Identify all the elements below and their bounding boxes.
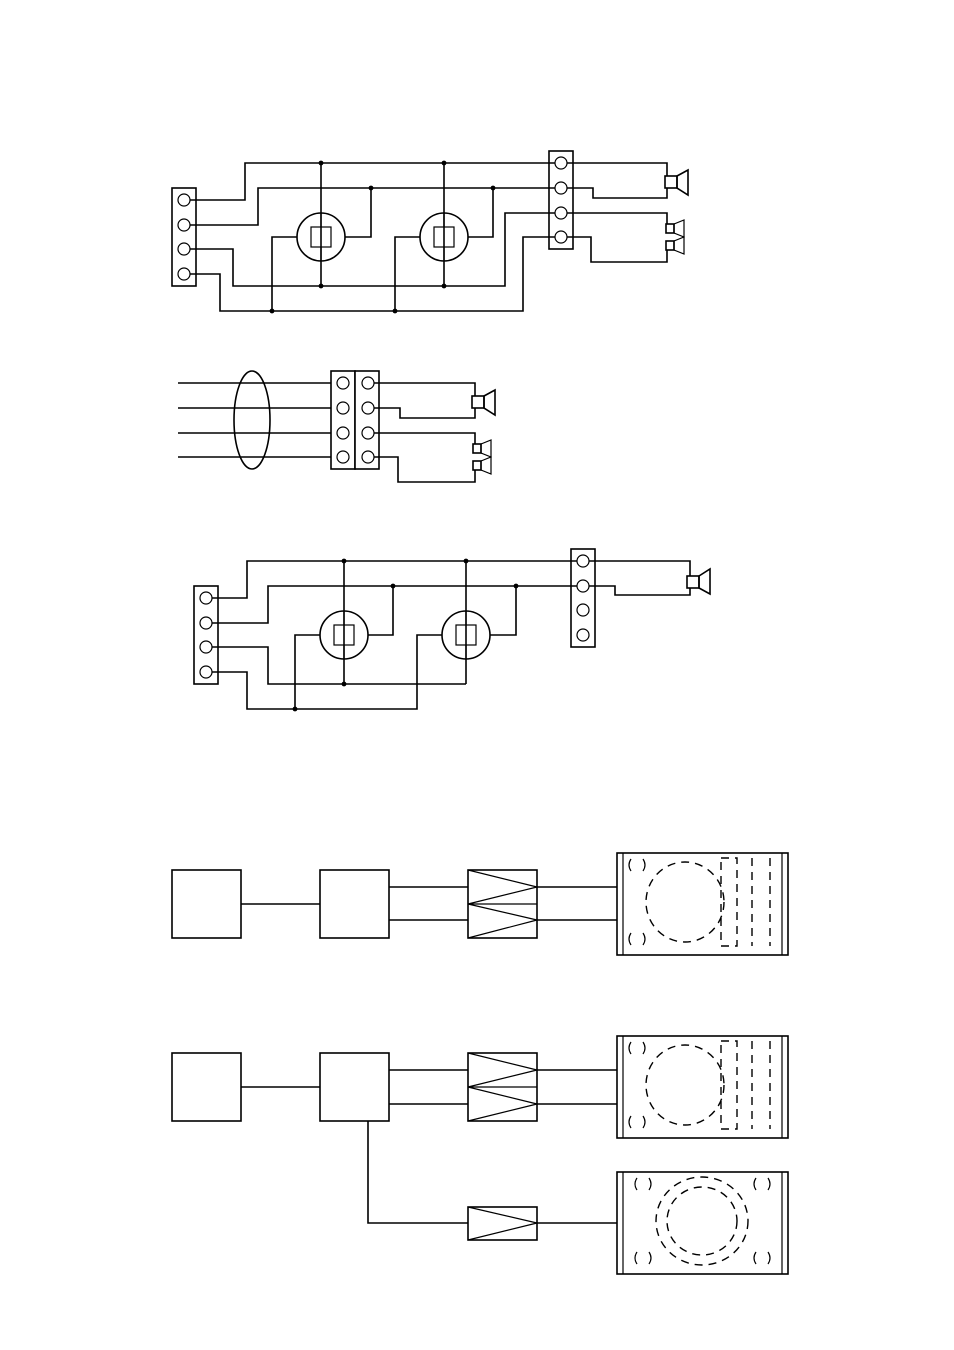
woofer-speaker-icon [665,170,688,195]
tweeter-speaker-icon [666,220,684,254]
output-terminal-block [549,151,573,249]
wiring-diagram-two-amps-one-speaker [194,549,710,711]
processor-block [320,870,389,938]
block-diagram-with-subwoofer [172,1036,788,1274]
processor-block [320,1053,389,1121]
wiring-diagram-direct-cable [178,371,495,482]
speaker-cabinet-full-range [617,1036,788,1138]
input-terminal-block [172,188,196,286]
dual-amplifier-block [468,1053,537,1121]
source-block [172,870,241,938]
cable-wires [178,371,337,469]
wiring-diagram-two-amps-two-speakers [172,151,688,313]
wiring [190,163,667,311]
subwoofer-amplifier-block [468,1207,537,1240]
output-terminal-block [571,549,595,647]
source-block [172,1053,241,1121]
tweeter-speaker-icon [473,440,491,474]
speaker-cabinet-full-range [617,853,788,955]
subwoofer-cabinet [617,1172,788,1274]
double-terminal-block [331,371,379,469]
input-terminal-block [194,586,218,684]
wiring [212,561,690,709]
speaker-wiring [374,383,475,482]
dual-amplifier-block [468,870,537,938]
block-diagram-single-cabinet [172,853,788,955]
